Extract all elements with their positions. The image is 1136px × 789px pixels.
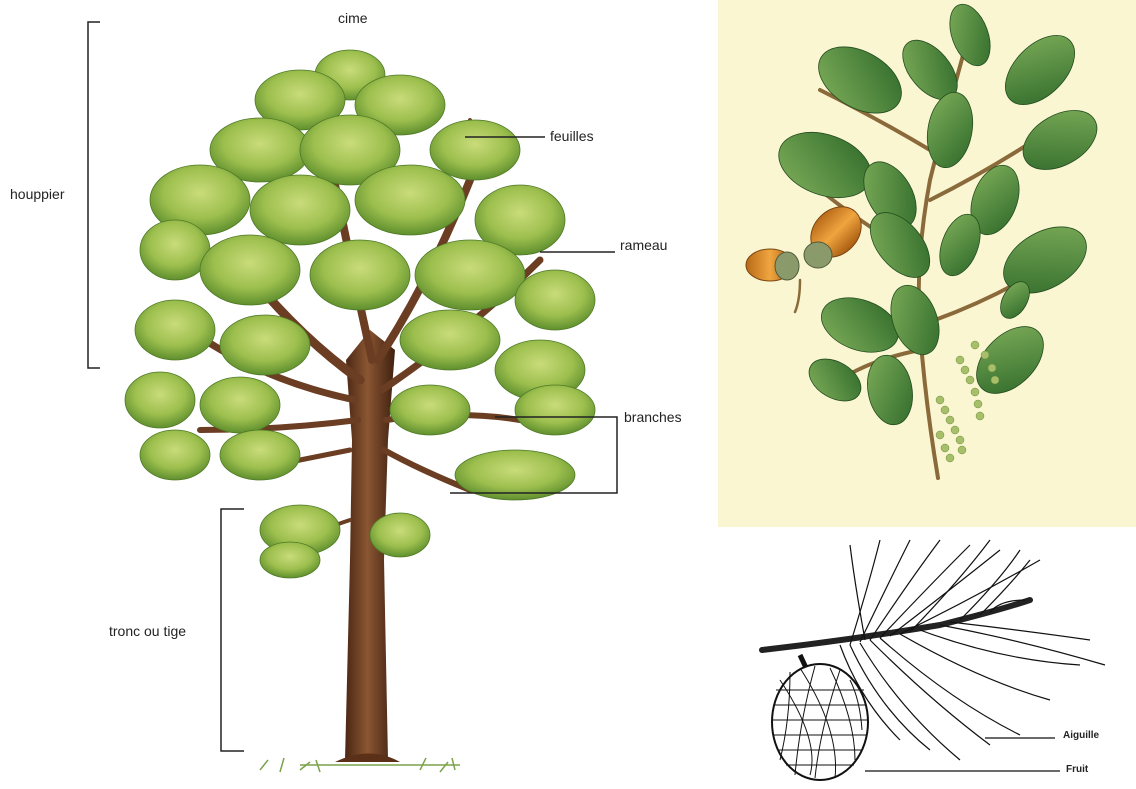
pine-cone xyxy=(772,655,868,780)
pine-twig xyxy=(762,600,1030,650)
label-aiguille: Aiguille xyxy=(1063,730,1099,741)
pine-leader-lines xyxy=(865,738,1060,771)
pine-needles xyxy=(840,540,1105,760)
label-fruit: Fruit xyxy=(1066,764,1088,775)
